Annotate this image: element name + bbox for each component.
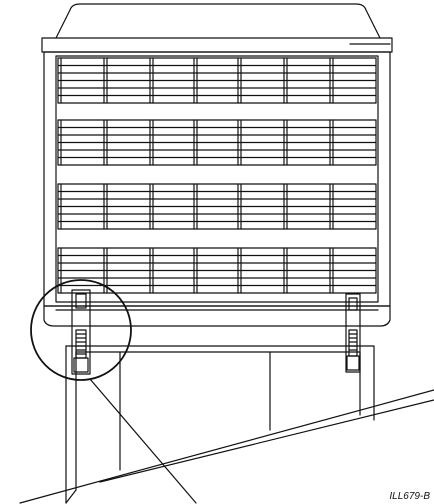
detail-callout-circle <box>30 279 132 381</box>
bracket-left-clip <box>75 293 87 309</box>
bracket-left-body <box>71 289 91 375</box>
bracket-left-foot <box>73 357 89 373</box>
figure-id-label: ILL679-B <box>389 491 430 502</box>
cooler-front-grille <box>57 57 377 294</box>
cooler-top-cap <box>41 3 393 53</box>
stand-inner-rail <box>75 351 361 416</box>
mounting-bracket-right <box>345 293 361 373</box>
mounting-bracket-left <box>71 289 91 375</box>
bracket-right-clip <box>348 297 358 311</box>
bracket-right-foot <box>346 355 360 371</box>
cooler-base-tray <box>43 305 391 327</box>
cap-outline <box>55 3 381 39</box>
cooler-body <box>43 51 391 307</box>
roof-line-lower <box>19 389 434 504</box>
stand-foot <box>65 489 77 504</box>
roof-line-upper <box>99 399 434 483</box>
grille-frame <box>55 55 379 303</box>
tray-outline <box>43 305 391 327</box>
body-outline <box>43 51 391 307</box>
detail-callout <box>30 279 197 504</box>
bracket-right-body <box>345 293 361 373</box>
sloped-roof <box>19 389 434 504</box>
cap-rim <box>41 37 393 53</box>
callout-leader-line <box>89 378 197 504</box>
stand-top-rail <box>65 345 375 421</box>
